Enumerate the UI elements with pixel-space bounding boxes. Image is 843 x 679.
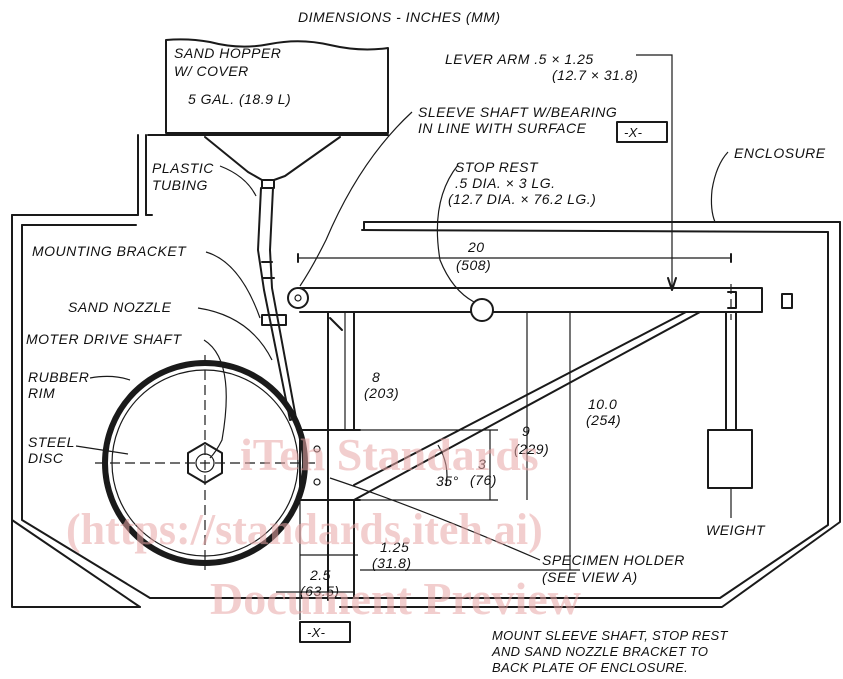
dimensions: 20 (508) 8 (203) 9 (229) 10.0 (254) 3 (7… xyxy=(276,239,732,643)
enclosure: ENCLOSURE xyxy=(11,145,841,608)
sleeve-shaft-label-2: IN LINE WITH SURFACE xyxy=(418,120,587,136)
sand-nozzle-label: SAND NOZZLE xyxy=(68,299,172,315)
dim-1-25-mm: (31.8) xyxy=(372,555,412,571)
enclosure-label: ENCLOSURE xyxy=(734,145,826,161)
dim-1-25: 1.25 xyxy=(380,539,409,555)
note-line-1: MOUNT SLEEVE SHAFT, STOP REST xyxy=(492,628,729,643)
mounting-bracket-label: MOUNTING BRACKET xyxy=(32,243,187,259)
dim-10-mm: (254) xyxy=(586,412,621,428)
dim-angle: 35° xyxy=(436,473,459,489)
note-line-2: AND SAND NOZZLE BRACKET TO xyxy=(491,644,708,659)
weight: WEIGHT xyxy=(706,311,766,538)
stop-rest-label-1: STOP REST xyxy=(455,159,539,175)
steel-disc-label-1: STEEL xyxy=(28,434,75,450)
dim-20: 20 xyxy=(467,239,485,255)
sand-hopper-label-3: 5 GAL. (18.9 L) xyxy=(188,91,291,107)
specimen-holder-label-1: SPECIMEN HOLDER xyxy=(542,552,685,568)
diagram-title: DIMENSIONS - INCHES (MM) xyxy=(298,9,501,25)
specimen-holder-callout: SPECIMEN HOLDER (SEE VIEW A) xyxy=(329,477,685,585)
abrasion-wheel: RUBBER RIM STEEL DISC xyxy=(28,355,320,570)
stop-rest-label-2: .5 DIA. × 3 LG. xyxy=(455,175,556,191)
rubber-rim-label-2: RIM xyxy=(28,385,55,401)
motor-drive-shaft-label: MOTER DRIVE SHAFT xyxy=(26,331,182,347)
lever-arm-label-2: (12.7 × 31.8) xyxy=(552,67,638,83)
dim-20-mm: (508) xyxy=(456,257,491,273)
dim-3: 3 xyxy=(478,456,486,472)
datum-x-bottom: -X- xyxy=(307,625,326,640)
dim-9: 9 xyxy=(522,423,530,439)
stop-rest: STOP REST .5 DIA. × 3 LG. (12.7 DIA. × 7… xyxy=(436,159,596,322)
stop-rest-label-3: (12.7 DIA. × 76.2 LG.) xyxy=(448,191,596,207)
watermark-line-3: Document Preview xyxy=(210,573,581,624)
dim-3-mm: (76) xyxy=(470,472,497,488)
sand-hopper-label-1: SAND HOPPER xyxy=(174,45,281,61)
dim-8-mm: (203) xyxy=(364,385,399,401)
watermark-line-1: iTeh Standards xyxy=(240,429,539,480)
plastic-tubing-label-1: PLASTIC xyxy=(152,160,214,176)
rubber-rim-label-1: RUBBER xyxy=(28,369,89,385)
specimen-holder-label-2: (SEE VIEW A) xyxy=(542,569,638,585)
sleeve-shaft-label-1: SLEEVE SHAFT W/BEARING xyxy=(418,104,617,120)
lever-arm: LEVER ARM .5 × 1.25 (12.7 × 31.8) xyxy=(299,51,793,320)
mounting-note: MOUNT SLEEVE SHAFT, STOP REST AND SAND N… xyxy=(491,628,729,675)
sand-nozzle-assembly: PLASTIC TUBING MOUNTING BRACKET SAND NOZ… xyxy=(26,160,297,459)
dim-2-5: 2.5 xyxy=(309,567,331,583)
steel-disc-label-2: DISC xyxy=(28,450,64,466)
lever-arm-label-1: LEVER ARM .5 × 1.25 xyxy=(445,51,594,67)
watermark: iTeh Standards (https://standards.iteh.a… xyxy=(66,429,581,624)
sand-hopper-label-2: W/ COVER xyxy=(174,63,249,79)
dim-10: 10.0 xyxy=(588,396,617,412)
dim-9-mm: (229) xyxy=(514,441,549,457)
note-line-3: BACK PLATE OF ENCLOSURE. xyxy=(492,660,688,675)
weight-label: WEIGHT xyxy=(706,522,766,538)
dim-2-5-mm: (63.5) xyxy=(300,583,340,599)
sleeve-shaft: SLEEVE SHAFT W/BEARING IN LINE WITH SURF… xyxy=(287,104,668,309)
datum-x-top: -X- xyxy=(624,125,643,140)
watermark-line-2: (https://standards.iteh.ai) xyxy=(66,505,543,554)
sand-hopper: SAND HOPPER W/ COVER 5 GAL. (18.9 L) xyxy=(137,38,389,216)
plastic-tubing-label-2: TUBING xyxy=(152,177,208,193)
dim-8: 8 xyxy=(372,369,380,385)
